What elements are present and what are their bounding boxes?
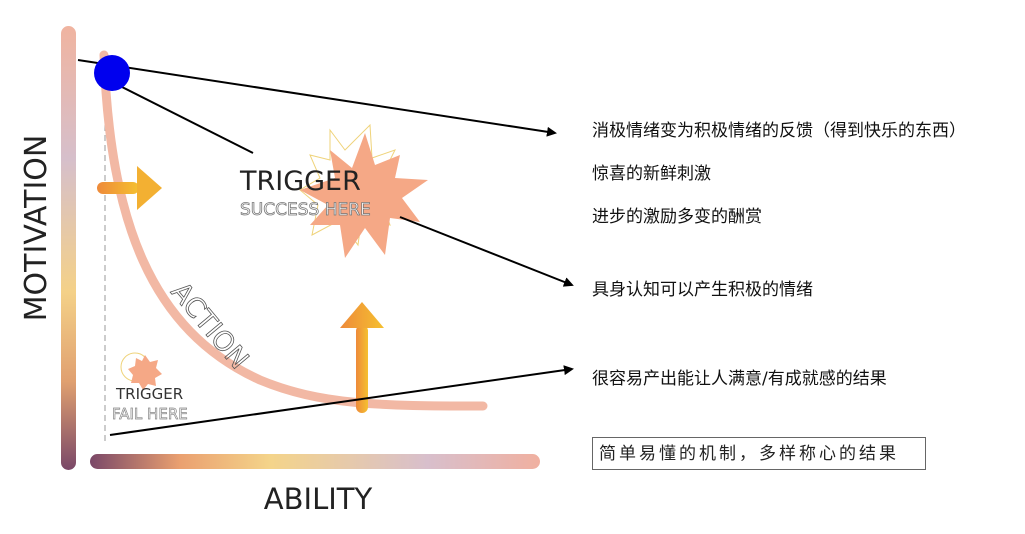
- current-state-dot: [94, 55, 130, 91]
- pointer-line-4: [109, 365, 574, 436]
- motivation-axis: [61, 26, 76, 470]
- trigger-fail-title: TRIGGER: [115, 385, 183, 403]
- note-positive-feedback: 消极情绪变为积极情绪的反馈（得到快乐的东西）: [592, 121, 966, 141]
- trigger-fail-burst: [120, 352, 162, 390]
- motivation-increase-arrow: [97, 166, 162, 210]
- pointer-line-2: [117, 84, 254, 154]
- ability-increase-arrow: [340, 302, 384, 413]
- trigger-fail-subtitle: FAIL HERE: [112, 405, 188, 423]
- pointer-line-1: [77, 59, 557, 137]
- trigger-success-title: TRIGGER: [239, 166, 361, 197]
- ability-axis: [90, 454, 540, 469]
- trigger-success-burst: [299, 123, 428, 258]
- note-embodied-cognition: 具身认知可以产生积极的情绪: [592, 280, 813, 300]
- action-label: ACTION: [165, 277, 255, 376]
- pointer-line-3: [399, 216, 574, 287]
- note-progress-reward: 进步的激励多变的酬赏: [592, 207, 762, 227]
- note-easy-result: 很容易产出能让人满意/有成就感的结果: [592, 369, 887, 389]
- note-surprise: 惊喜的新鲜刺激: [592, 164, 711, 184]
- trigger-success-subtitle: SUCCESS HERE: [240, 200, 371, 220]
- ability-label: ABILITY: [264, 482, 373, 516]
- motivation-label: MOTIVATION: [19, 135, 54, 322]
- boxed-summary-note: 简单易懂的机制，多样称心的结果: [592, 437, 926, 470]
- action-curve: [99, 50, 488, 411]
